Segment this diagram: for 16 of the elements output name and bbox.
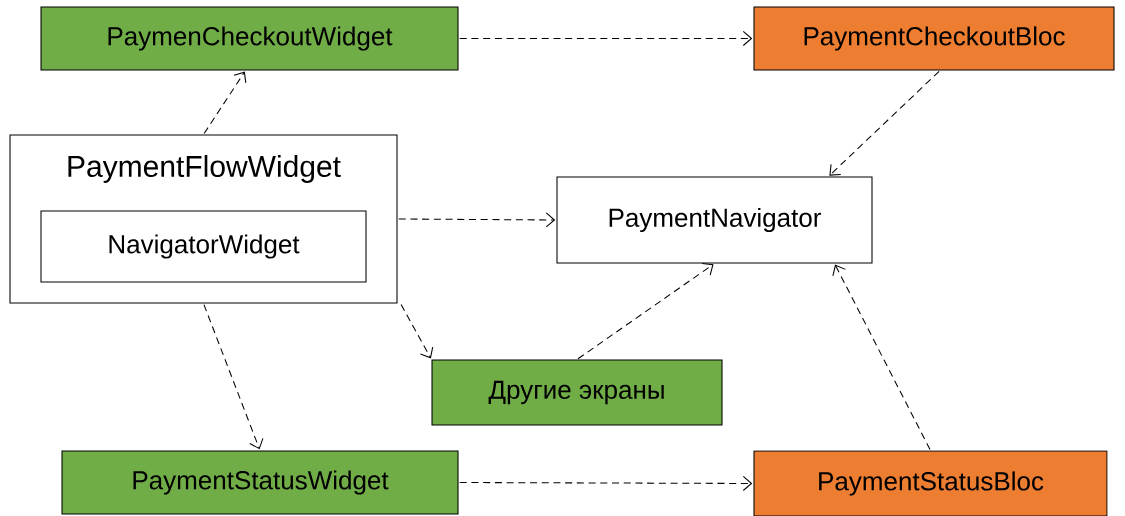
- screen-box: Другие экраны: [431, 359, 723, 426]
- widget-box: PaymenCheckoutWidget: [40, 6, 459, 71]
- bloc-box: PaymentStatusBloc: [753, 450, 1108, 516]
- navigator-box: PaymentNavigator: [556, 176, 873, 264]
- arrow: [203, 304, 264, 450]
- arrow: [829, 70, 940, 176]
- widget-box: PaymentStatusWidget: [61, 450, 459, 515]
- arrow: [459, 475, 753, 491]
- widget-box: NavigatorWidget: [40, 210, 367, 283]
- arrow: [459, 30, 753, 47]
- arrow: [400, 304, 434, 359]
- bloc-box: PaymentCheckoutBloc: [753, 6, 1115, 71]
- arrow: [577, 263, 714, 360]
- arrow: [398, 212, 556, 228]
- arrow: [203, 71, 247, 134]
- arrow: [832, 264, 931, 450]
